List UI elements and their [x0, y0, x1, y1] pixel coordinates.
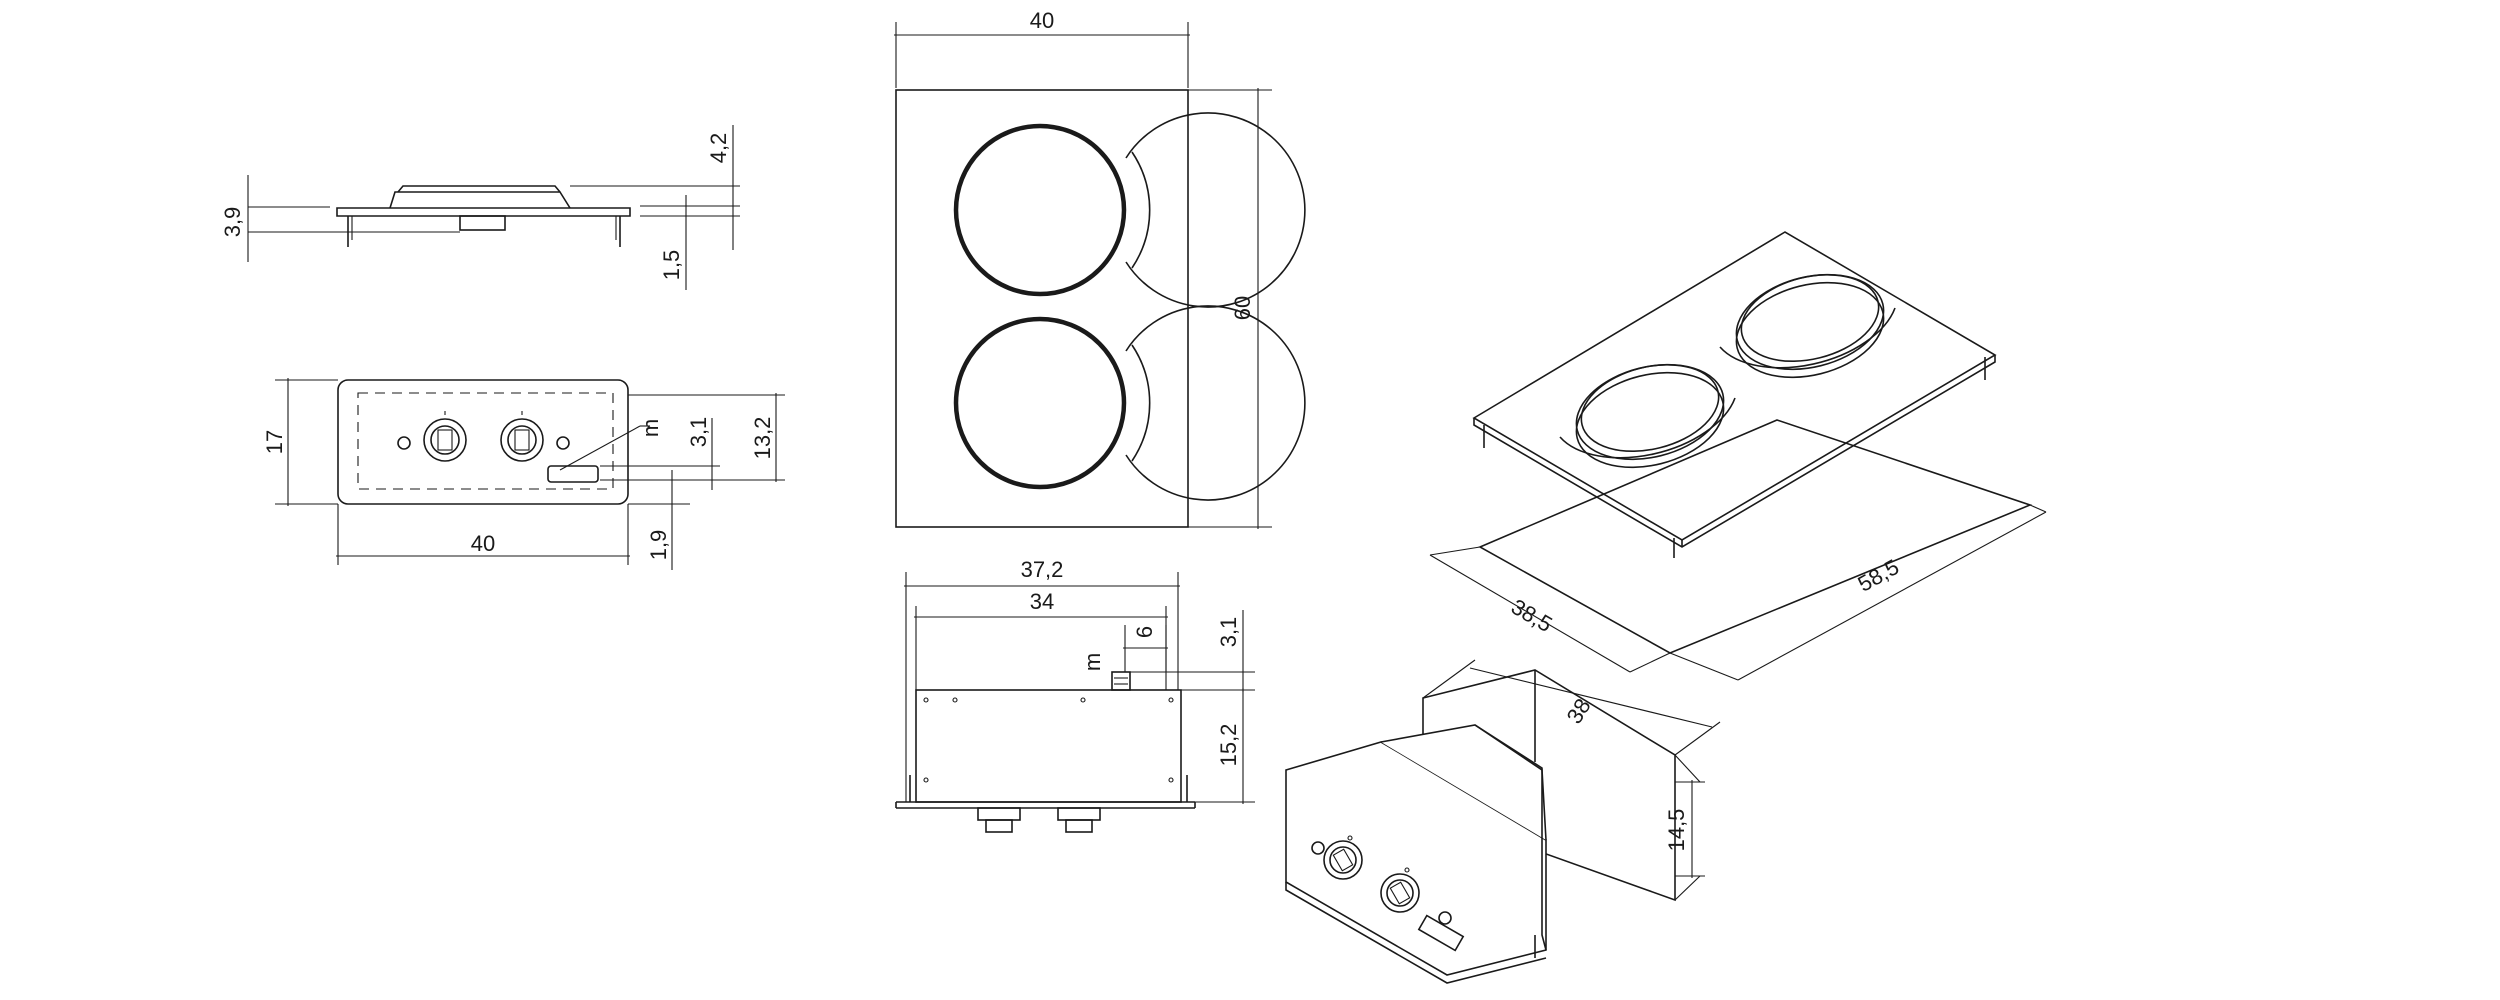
- dim-box-height: 14,5: [1664, 809, 1689, 852]
- dim-front-height: 17: [262, 430, 287, 454]
- dim-front-bottom: 1,9: [646, 530, 671, 561]
- top-view: [894, 22, 1306, 529]
- dim-front-width: 40: [471, 531, 495, 556]
- dim-front-right-b: 13,2: [750, 417, 775, 460]
- dim-top-height: 60: [1230, 296, 1255, 320]
- body-side-view: [895, 572, 1255, 833]
- isometric-control-box: [1285, 659, 1721, 984]
- dim-body-inner: 34: [1030, 589, 1054, 614]
- dim-body-small: 6: [1132, 626, 1157, 638]
- dim-side-bottom: 1,5: [659, 250, 684, 281]
- isometric-hob: [1429, 231, 2047, 681]
- earth-label-1: m: [638, 419, 663, 437]
- dim-front-right-a: 3,1: [686, 417, 711, 448]
- dim-side-height: 3,9: [220, 207, 245, 238]
- side-view: [247, 125, 740, 290]
- front-panel-view: [275, 378, 785, 570]
- dim-body-top: 3,1: [1216, 617, 1241, 648]
- dim-iso-width: 38,5: [1507, 594, 1557, 637]
- dim-side-top: 4,2: [706, 133, 731, 164]
- dim-body-outer: 37,2: [1021, 557, 1064, 582]
- dim-body-height: 15,2: [1216, 724, 1241, 767]
- dim-top-width: 40: [1030, 8, 1054, 33]
- earth-label-2: m: [1080, 653, 1105, 671]
